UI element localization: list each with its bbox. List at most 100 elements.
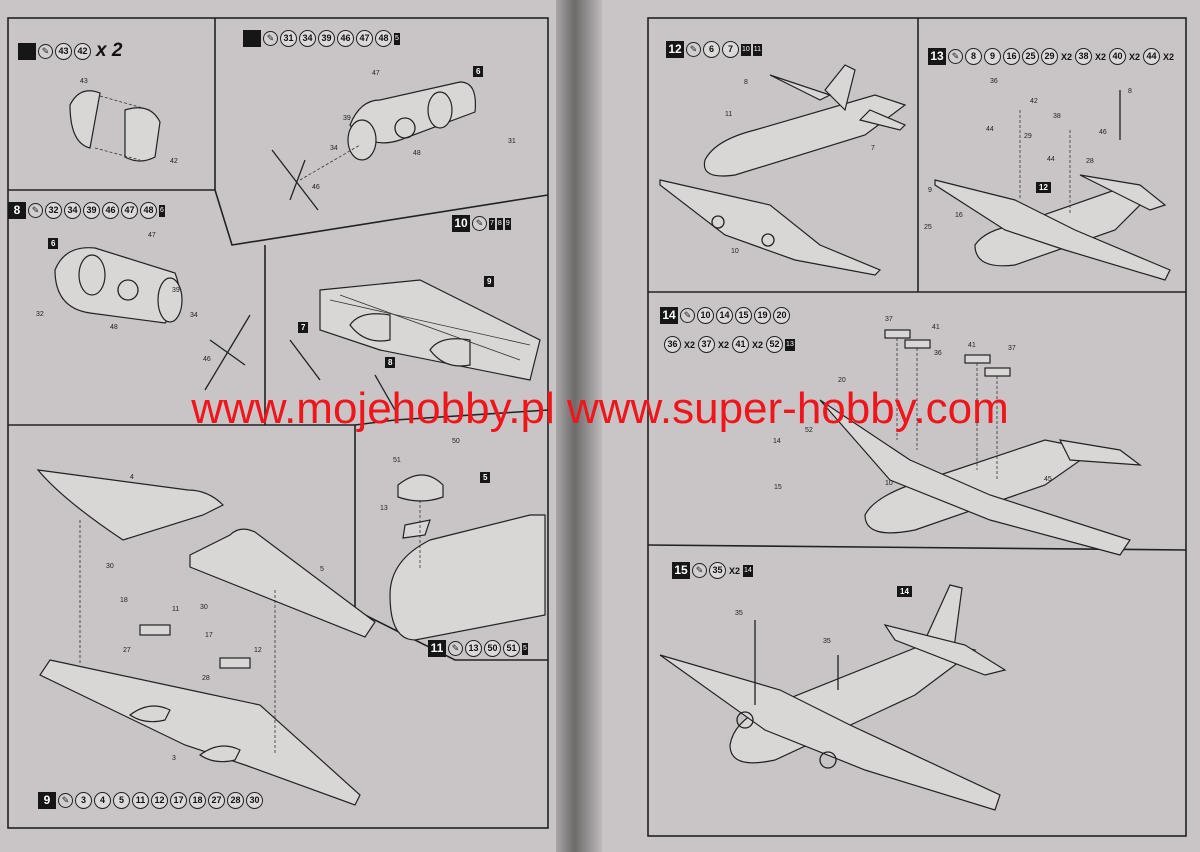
- multiplier: X2: [729, 565, 741, 576]
- decal-box: 8: [496, 217, 503, 230]
- part-label: 35: [735, 610, 743, 617]
- part-label: 5: [320, 566, 324, 573]
- part-circle: 41: [732, 336, 750, 353]
- part-circle: 20: [773, 307, 790, 324]
- part-label: 44: [986, 126, 994, 133]
- landing-gear-drawing: [934, 90, 1171, 281]
- decal-box: 6: [159, 204, 165, 217]
- nacelle-drawing-a: [271, 81, 477, 211]
- part-label: 44: [1047, 156, 1055, 163]
- part-label: 34: [190, 312, 198, 319]
- step-number: 12: [666, 41, 684, 58]
- part-label: 38: [1053, 113, 1061, 120]
- glue-icon: ✎: [263, 31, 278, 46]
- part-label: 47: [148, 232, 156, 239]
- multiplier: X2: [1129, 51, 1141, 62]
- part-circle: 46: [337, 30, 354, 47]
- decal-box: 13: [785, 338, 795, 351]
- multiplier: X2: [1061, 51, 1073, 62]
- part-label: 41: [968, 342, 976, 349]
- ref-box: 14: [897, 586, 912, 597]
- part-label: 41: [932, 324, 940, 331]
- decal-box: 5: [522, 642, 528, 655]
- decal-box: 7: [489, 217, 495, 230]
- ref-box: 7: [298, 322, 309, 333]
- glue-icon: ✎: [448, 641, 463, 656]
- ref-box: 5: [480, 472, 491, 483]
- part-circle: 11: [132, 792, 149, 809]
- cowling-drawing: [69, 90, 161, 162]
- glue-icon: ✎: [38, 43, 53, 59]
- part-label: 29: [1024, 133, 1032, 140]
- part-label: 46: [203, 356, 211, 363]
- left-frame: [7, 17, 549, 829]
- glue-icon: ✎: [692, 563, 707, 578]
- step-number: [18, 42, 36, 60]
- part-circle: 32: [45, 202, 62, 219]
- part-circle: 13: [465, 640, 482, 657]
- part-label: 43: [80, 78, 88, 85]
- part-label: 16: [955, 212, 963, 219]
- part-label: 46: [1099, 129, 1107, 136]
- instruction-sheet-right: [602, 0, 1200, 852]
- glue-icon: ✎: [472, 216, 487, 231]
- ref-box: 6: [48, 238, 59, 249]
- part-circle: 40: [1109, 48, 1127, 65]
- part-circle: 37: [698, 336, 716, 353]
- part-label: 32: [36, 311, 44, 318]
- part-circle: 12: [151, 792, 168, 809]
- part-label: 36: [934, 350, 942, 357]
- step-13: 13 ✎ 8 9 16 25 29 X2 38 X2 40 X2 44 X2: [928, 48, 1175, 65]
- part-label: 11: [725, 111, 733, 118]
- part-circle: 48: [375, 30, 392, 47]
- wing-engine-drawing: [289, 279, 541, 411]
- part-circle: 43: [55, 42, 72, 60]
- part-circle: 38: [1075, 48, 1093, 65]
- part-circle: 48: [140, 202, 157, 219]
- completed-aircraft-drawing: [659, 584, 1007, 811]
- part-label: 10: [885, 480, 893, 487]
- wing-assembly-drawing: [36, 469, 376, 806]
- part-circle: 51: [503, 640, 520, 657]
- step-8: 8 ✎ 32 34 39 46 47 48 6: [8, 202, 165, 219]
- part-circle: 4: [94, 792, 111, 809]
- part-label: 31: [508, 138, 516, 145]
- glue-icon: ✎: [948, 49, 963, 64]
- step-top-mid: ✎ 31 34 39 46 47 48 5: [243, 30, 400, 47]
- part-label: 34: [330, 145, 338, 152]
- step-11: 11 ✎ 13 50 51 5: [428, 640, 528, 657]
- multiplier: X2: [718, 339, 730, 350]
- part-circle: 50: [484, 640, 501, 657]
- ref-box: 9: [484, 276, 495, 287]
- part-label: 30: [200, 604, 208, 611]
- part-label: 10: [731, 248, 739, 255]
- step-12: 12 ✎ 6 7 10 11: [666, 41, 763, 58]
- step-number: 14: [660, 307, 678, 324]
- part-label: 45: [1044, 476, 1052, 483]
- part-circle: 10: [697, 307, 714, 324]
- fuselage-tail-drawing: [659, 64, 907, 276]
- part-label: 28: [1086, 158, 1094, 165]
- part-label: 42: [1030, 98, 1038, 105]
- multiplier: x 2: [96, 40, 123, 61]
- watermark-text: www.mojehobby.pl www.super-hobby.com: [191, 384, 1009, 433]
- step-number: 11: [428, 640, 446, 657]
- decal-box: 11: [752, 43, 763, 56]
- part-circle: 17: [170, 792, 187, 809]
- part-label: 9: [928, 187, 932, 194]
- part-circle: 52: [766, 336, 784, 353]
- part-circle: 14: [716, 307, 733, 324]
- part-label: 51: [393, 457, 401, 464]
- decal-box: 9: [504, 217, 511, 230]
- part-label: 50: [452, 438, 460, 445]
- glue-icon: ✎: [680, 308, 695, 323]
- part-circle: 34: [299, 30, 316, 47]
- part-circle: 29: [1041, 48, 1058, 65]
- part-circle: 47: [121, 202, 138, 219]
- decal-box: 10: [741, 43, 751, 56]
- part-circle: 47: [356, 30, 373, 47]
- part-circle: 30: [246, 792, 263, 809]
- multiplier: X2: [1095, 51, 1107, 62]
- part-circle: 39: [318, 30, 335, 47]
- step-number: 9: [38, 792, 56, 809]
